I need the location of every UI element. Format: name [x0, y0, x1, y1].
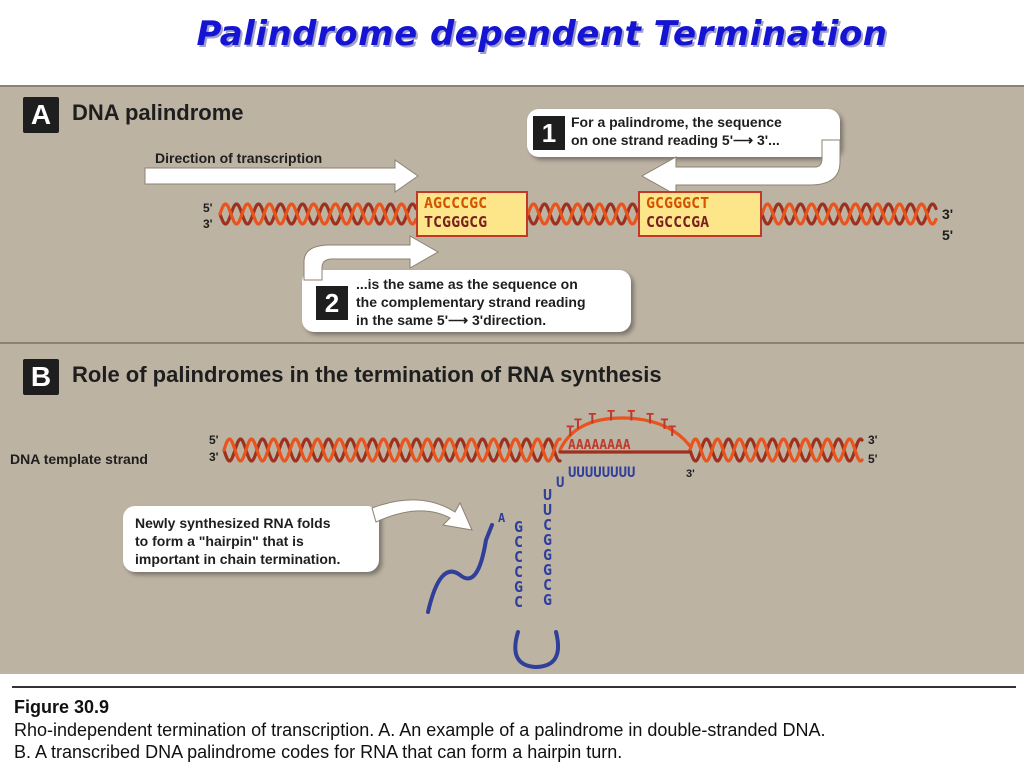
panel-a-heading: DNA palindrome [72, 100, 244, 125]
hairpin-left-base: G [514, 518, 523, 536]
callout-2-number: 2 [316, 286, 348, 320]
hairpin-callout-line1: Newly synthesized RNA folds [135, 515, 331, 531]
callout-1-number: 1 [533, 116, 565, 150]
template-strand-label: DNA template strand [10, 451, 148, 467]
box-1-top-sequence: AGCCCGC [424, 194, 488, 212]
figure-caption-line2: B. A transcribed DNA palindrome codes fo… [14, 742, 623, 762]
callout-2: 2 ...is the same as the sequence on the … [302, 270, 631, 332]
b-end-top-right: 3' [868, 433, 878, 447]
t-run-letter: T [588, 411, 596, 427]
hairpin-left-base: C [514, 548, 523, 566]
palindrome-box-1: AGCCCGC TCGGGCG [416, 191, 528, 237]
callout-1-arrow-shape [640, 139, 841, 196]
hairpin-callout-line2: to form a "hairpin" that is [135, 533, 304, 549]
callout-2-arrow-shape [303, 235, 440, 281]
hairpin-callout: Newly synthesized RNA folds to form a "h… [123, 506, 379, 572]
t-run-letter: T [646, 411, 654, 427]
helix-b-left-strand-1 [222, 437, 562, 463]
hairpin-right-base: C [543, 576, 552, 594]
panel-b-letter: B [23, 359, 59, 395]
helix-b-left-strand-2 [222, 437, 562, 463]
hairpin-right-base: U [543, 501, 552, 519]
callout-2-line3: in the same 5'⟶ 3'direction. [356, 312, 547, 328]
direction-label: Direction of transcription [155, 150, 323, 166]
hairpin-right-base: U [543, 486, 552, 504]
box-2-top-sequence: GCGGGCT [646, 194, 710, 212]
callout-2-line2: the complementary strand reading [356, 294, 586, 310]
hairpin-left-base: A [498, 511, 506, 525]
caption-rule [12, 686, 1016, 688]
a-end-bottom-right: 5' [942, 227, 954, 243]
b-end-bottom-right: 5' [868, 452, 878, 466]
transcription-direction-arrow [144, 159, 419, 193]
b-end-bottom-left: 3' [209, 450, 219, 464]
b-end-top-left: 5' [209, 433, 219, 447]
hairpin-right-base: C [543, 516, 552, 534]
t-run-letter: T [627, 408, 635, 424]
hairpin-callout-line3: important in chain termination. [135, 551, 341, 567]
dna-helix-a [218, 202, 938, 226]
t-run-letter: T [668, 424, 676, 440]
u-run: UUUUUUUU [568, 465, 635, 481]
box-1-bottom-sequence: TCGGGCG [424, 213, 488, 231]
figure-caption-line1: Rho-independent termination of transcrip… [14, 720, 826, 740]
a-end-top-left: 5' [203, 201, 213, 215]
hairpin-left-base: C [514, 533, 523, 551]
panel-b: B Role of palindromes in the termination… [0, 342, 1024, 674]
callout-1-line2: on one strand reading 5'⟶ 3'... [571, 132, 780, 148]
callout-2-line1: ...is the same as the sequence on [356, 276, 578, 292]
a-end-bottom-left: 3' [203, 217, 213, 231]
hairpin-callout-arrow [371, 499, 473, 531]
callout-1: 1 For a palindrome, the sequence on one … [527, 109, 840, 157]
t-run-letter: T [660, 417, 668, 433]
hairpin-left-base: G [514, 578, 523, 596]
hairpin-right-base: G [543, 546, 552, 564]
a-run: AAAAAAAA [568, 438, 631, 453]
helix-a-middle-strand-1 [526, 202, 640, 226]
a-end-top-right: 3' [942, 206, 954, 222]
palindrome-box-2: GCGGGCT CGCCCGA [638, 191, 762, 237]
dna-helix-b [222, 416, 864, 463]
hairpin-right-base: G [543, 531, 552, 549]
rna-strand [426, 523, 561, 670]
helix-b-right-strand-1 [688, 437, 864, 463]
panel-b-heading: Role of palindromes in the termination o… [72, 362, 662, 387]
hairpin-right-base: G [543, 561, 552, 579]
helix-a-right-strand-1 [760, 202, 938, 226]
helix-a-right-strand-2 [760, 202, 938, 226]
box-2-bottom-sequence: CGCCCGA [646, 213, 710, 231]
rna-3prime-label: 3' [686, 468, 695, 480]
bubble-top-strand [558, 416, 692, 452]
hairpin-left-base: C [514, 563, 523, 581]
page-title: Palindrome dependent Termination [196, 14, 888, 54]
hairpin-top-u: U [556, 475, 564, 491]
hairpin-right-base: G [543, 591, 552, 609]
t-run-letter: T [574, 417, 582, 433]
figure-label: Figure 30.9 [14, 697, 110, 717]
hairpin-left-base: C [514, 593, 523, 611]
panel-a-letter: A [23, 97, 59, 133]
callout-1-line1: For a palindrome, the sequence [571, 114, 782, 130]
t-run-letter: T [607, 408, 615, 424]
t-run-letter: T [566, 424, 574, 440]
helix-a-left-strand-1 [218, 202, 418, 226]
